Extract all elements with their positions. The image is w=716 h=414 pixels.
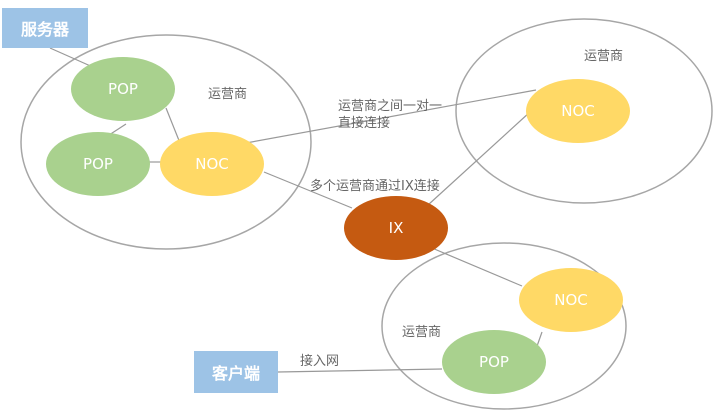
pop-node-top [71,57,175,121]
carrier-cloud-right [455,18,713,204]
noc-node-right [526,79,630,143]
carrier-label-bottom: 运营商 [402,325,442,340]
noc-node-left [160,132,264,196]
line-client-pop [277,368,443,373]
server-box [2,8,88,48]
carrier-label-right: 运营商 [584,49,624,64]
pop-node-bottom [442,330,546,394]
direct-connect-note-line2: 直接连接 [338,116,391,131]
line-ix-noc-bottom [431,247,523,287]
pop-node-middle [46,132,150,196]
server-label: 服务器 [20,20,69,39]
ix-connect-note: 多个运营商通过IX连接 [310,179,440,194]
client-label: 客户端 [211,364,260,383]
line-noc-ix-left [263,171,353,209]
access-network-note: 接入网 [300,354,340,369]
client-box [194,351,278,393]
ix-node [344,196,448,260]
line-noc-noc-direct [245,89,537,144]
line-server-pop [49,47,96,69]
carrier-cloud-bottom [381,242,627,410]
carrier-label-left: 运营商 [208,87,248,102]
connection-lines [49,47,543,373]
line-ix-noc-right [427,111,531,206]
carrier-cloud-left [20,34,312,250]
noc-node-bottom [519,268,623,332]
line-pop-noc [165,107,181,144]
direct-connect-note-line1: 运营商之间一对一 [338,99,443,114]
